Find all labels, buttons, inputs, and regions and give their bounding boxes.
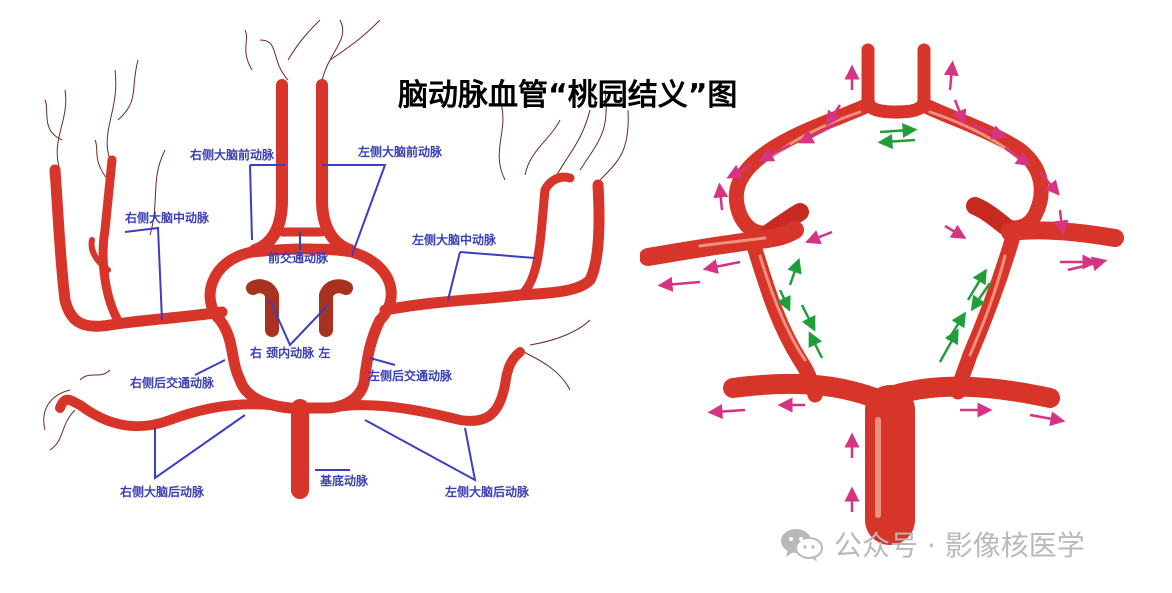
right-mca-vessel xyxy=(49,164,228,332)
collateral-arrow xyxy=(966,268,987,301)
aca-top-vessels xyxy=(861,43,931,119)
flow-arrow xyxy=(1053,209,1069,236)
right-ica-stump xyxy=(246,279,279,337)
pointer-left-pcom xyxy=(369,357,396,366)
left-vessel-drawing xyxy=(43,19,629,499)
right-pca-vessel xyxy=(55,394,295,432)
collateral-arrow xyxy=(787,257,802,286)
flow-arrow xyxy=(707,404,746,419)
right-vessel-drawing xyxy=(640,43,1124,545)
pointer-right-pcom xyxy=(194,359,226,376)
flow-arrow xyxy=(702,259,741,274)
flow-arrow xyxy=(805,230,833,245)
left-ica-stump xyxy=(319,279,353,337)
diagram-title: 脑动脉血管“桃园结义”图 xyxy=(398,78,738,113)
collateral-arrow xyxy=(879,123,918,138)
left-mca-vessel xyxy=(379,179,605,316)
label-left-mca: 左侧大脑中动脉 xyxy=(412,233,497,247)
pointer-right-aca xyxy=(249,164,285,241)
right-aca-vessel xyxy=(249,79,288,256)
label-left-aca: 左侧大脑前动脉 xyxy=(358,145,443,159)
collateral-arrow xyxy=(970,282,992,312)
left-mca-branch xyxy=(515,172,575,301)
capillary-lines xyxy=(43,19,629,451)
pointer-left-mca xyxy=(447,251,536,301)
label-right-pcom: 右侧后交通动脉 xyxy=(130,376,215,390)
label-acom: 前交通动脉 xyxy=(268,251,329,265)
watermark-text: 公众号 · 影像核医学 xyxy=(834,529,1085,562)
flow-arrow xyxy=(952,99,967,125)
label-right-aca: 右侧大脑前动脉 xyxy=(190,148,275,162)
left-pca-vessel xyxy=(325,347,525,426)
flow-arrow xyxy=(1029,411,1066,427)
flow-arrow xyxy=(825,104,842,127)
label-right-pca: 右侧大脑后动脉 xyxy=(120,485,205,499)
flow-arrow xyxy=(1039,171,1060,196)
collateral-arrow xyxy=(808,331,824,359)
pointer-right-pca xyxy=(154,414,246,480)
flow-arrow xyxy=(798,123,836,144)
right-mca-branch-2 xyxy=(88,237,111,273)
watermark: 公众号 · 影像核医学 xyxy=(778,524,1085,564)
left-aca-vessel xyxy=(316,79,356,256)
collateral-arrow xyxy=(877,134,916,149)
flow-arrow xyxy=(1067,256,1108,272)
flow-arrow xyxy=(944,224,967,239)
flow-arrow xyxy=(657,276,701,292)
flow-arrow xyxy=(943,60,959,91)
flow-arrow xyxy=(726,163,753,179)
willis-ring-vessel xyxy=(204,243,397,414)
right-mca-branch xyxy=(98,155,125,329)
ica-stubs xyxy=(761,197,1014,241)
flow-arrow xyxy=(758,143,791,162)
flow-arrow xyxy=(971,123,1008,140)
label-left-pcom: 左侧后交通动脉 xyxy=(368,369,453,383)
pointer-left-aca xyxy=(322,164,387,256)
label-right-mca: 右侧大脑中动脉 xyxy=(125,211,210,225)
collateral-arrow xyxy=(800,304,816,332)
pointer-left-pca xyxy=(364,419,477,482)
wechat-logo-icon xyxy=(781,529,823,562)
collateral-arrow xyxy=(938,328,959,363)
label-basilar: 基底动脉 xyxy=(320,474,369,488)
pointer-ica xyxy=(269,299,329,347)
flow-arrow xyxy=(713,182,729,211)
flow-arrow xyxy=(1004,146,1032,167)
collateral-arrow xyxy=(777,289,791,312)
label-left-pca: 左侧大脑后动脉 xyxy=(445,485,530,499)
label-ica: 右 颈内动脉 左 xyxy=(250,346,331,360)
mca-horizontal-right xyxy=(1001,221,1124,247)
pointer-right-mca xyxy=(124,226,163,321)
